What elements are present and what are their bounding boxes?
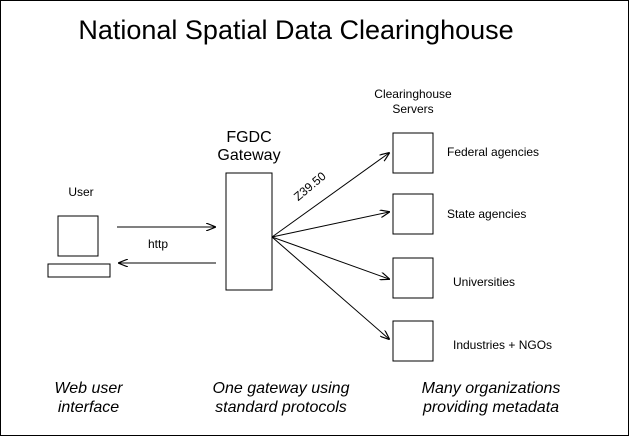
servers-heading: Clearinghouse Servers bbox=[353, 87, 473, 117]
servers-heading-line2: Servers bbox=[392, 102, 434, 116]
computer-keyboard-icon bbox=[47, 263, 111, 278]
gateway-heading-line1: FGDC bbox=[226, 129, 272, 146]
http-label: http bbox=[148, 237, 169, 251]
server-label-state: State agencies bbox=[447, 207, 527, 221]
caption-gateway: One gateway using standard protocols bbox=[196, 379, 366, 417]
server-arrow-universities bbox=[271, 236, 389, 279]
gateway-heading: FGDC Gateway bbox=[199, 129, 299, 165]
caption-user-line2: interface bbox=[57, 399, 120, 416]
caption-servers-line1: Many organizations bbox=[421, 380, 561, 397]
servers-heading-line1: Clearinghouse bbox=[374, 87, 452, 101]
diagram-title: National Spatial Data Clearinghouse bbox=[78, 15, 514, 45]
caption-user-line1: Web user bbox=[54, 380, 123, 397]
server-label-federal: Federal agencies bbox=[447, 145, 540, 159]
gateway-heading-line2: Gateway bbox=[217, 147, 281, 164]
caption-gateway-line2: standard protocols bbox=[215, 399, 347, 416]
server-box-industries bbox=[392, 320, 434, 362]
server-label-universities: Universities bbox=[453, 275, 516, 289]
caption-user: Web user interface bbox=[31, 379, 146, 417]
caption-gateway-line1: One gateway using bbox=[212, 380, 350, 397]
server-arrow-industries bbox=[271, 236, 389, 339]
computer-monitor-icon bbox=[57, 215, 99, 257]
server-arrow-state bbox=[271, 212, 389, 238]
user-label: User bbox=[68, 185, 94, 199]
server-box-state bbox=[392, 193, 434, 235]
server-box-universities bbox=[392, 257, 434, 299]
server-label-industries: Industries + NGOs bbox=[453, 338, 553, 352]
caption-servers: Many organizations providing metadata bbox=[406, 379, 576, 417]
caption-servers-line2: providing metadata bbox=[422, 399, 560, 416]
server-arrow-federal bbox=[271, 153, 389, 238]
server-box-federal bbox=[392, 132, 434, 174]
gateway-box bbox=[225, 172, 273, 291]
